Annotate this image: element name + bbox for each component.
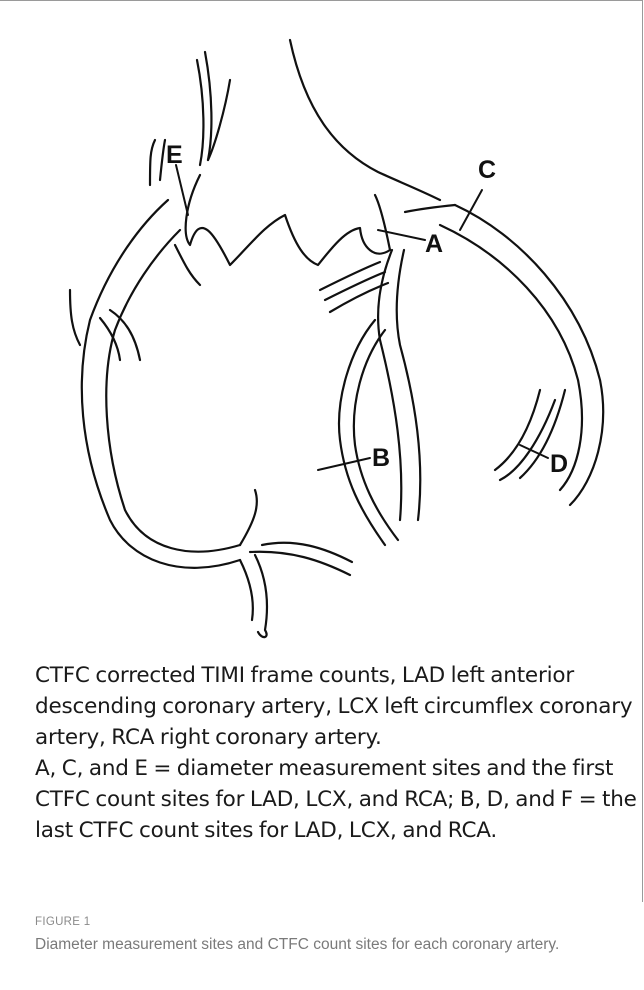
rca-distal-branch-right: [250, 552, 350, 575]
catheter-left-wall: [197, 60, 203, 165]
site-label-e: E: [166, 141, 183, 169]
septal-branch-2: [325, 272, 385, 300]
coronary-artery-diagram: A B C D E: [0, 0, 644, 650]
site-e-line: [176, 165, 188, 215]
site-label-d: D: [550, 450, 568, 478]
rca-distal-down-3: [255, 555, 267, 637]
rca-side-branch-1: [70, 290, 80, 345]
caption-site-definitions: A, C, and E = diameter measurement sites…: [35, 753, 640, 846]
site-label-b: B: [372, 444, 390, 472]
rca-branch-top-2: [160, 140, 165, 180]
septal-branch-1: [320, 262, 380, 290]
catheter-right-wall: [205, 52, 211, 160]
figure-label: FIGURE 1: [35, 916, 90, 928]
rca-inner: [106, 230, 240, 552]
aortic-cusps: [186, 175, 390, 265]
left-main-upper: [405, 205, 455, 212]
rca-distal-down-1: [240, 490, 257, 545]
rca-branch-top: [150, 140, 155, 185]
diagram-caption: CTFC corrected TIMI frame counts, LAD le…: [35, 660, 640, 846]
aorta-outer-wall: [290, 40, 440, 200]
caption-abbreviations: CTFC corrected TIMI frame counts, LAD le…: [35, 660, 640, 753]
rca-distal-down-2: [240, 560, 253, 620]
figure-title: Diameter measurement sites and CTFC coun…: [35, 935, 635, 955]
rca-conus-branch: [175, 245, 200, 285]
diagonal-inner: [354, 330, 398, 540]
lcx-marginal-3: [495, 390, 540, 470]
site-label-a: A: [425, 230, 443, 258]
lcx-outer: [455, 205, 603, 505]
site-label-c: C: [478, 156, 496, 184]
site-a-line: [378, 230, 425, 240]
